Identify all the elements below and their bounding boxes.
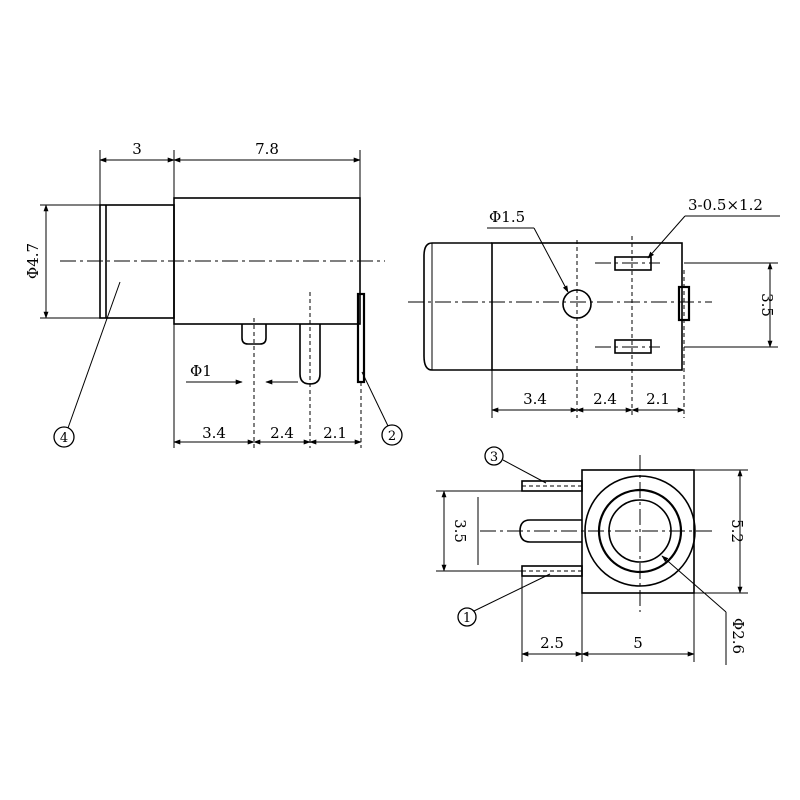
- dim-hole: Φ1.5: [489, 208, 525, 226]
- dim-slot: 3-0.5×1.2: [688, 196, 763, 214]
- front-dim-right: 5.2: [728, 519, 746, 543]
- dim-top-left: 3: [132, 140, 142, 158]
- top-view: 3.5 Φ1.5 3-0.5×1.2 3.4 2.4 2.1: [408, 196, 780, 418]
- dim-pin: Φ1: [190, 362, 212, 380]
- top-dim-bottom-3: 2.1: [646, 390, 670, 408]
- pin-2: [299, 324, 321, 385]
- callout-4-bubble: [53, 426, 75, 448]
- top-barrel: [423, 242, 492, 371]
- callout-4-label: 4: [60, 431, 68, 446]
- callout-3-label: 3: [490, 450, 498, 465]
- callout-4-leader: [67, 281, 121, 429]
- side-view: 3 7.8 Φ4.7 Φ1 3.4 2.4 2.1 4 2: [24, 140, 403, 448]
- dim-bottom-1: 3.4: [202, 424, 226, 442]
- top-dim-bottom-1: 3.4: [523, 390, 547, 408]
- front-dim-bottom-1: 2.5: [540, 634, 564, 652]
- callout-1-bubble: [457, 607, 477, 627]
- dim-bottom-3: 2.1: [323, 424, 347, 442]
- front-view: 3 1 3.5 5.2 Φ2.6 2.5 5: [436, 446, 748, 665]
- callout-2-label: 2: [388, 429, 396, 444]
- bore-leader: [661, 555, 727, 613]
- dim-top-right: 7.8: [255, 140, 279, 158]
- top-body: [491, 242, 683, 371]
- dim-bottom-2: 2.4: [270, 424, 294, 442]
- top-dim-bottom-2: 2.4: [593, 390, 617, 408]
- callout-2-leader: [361, 371, 389, 427]
- callout-3-leader: [502, 459, 547, 484]
- dim-height: Φ4.7: [24, 243, 42, 279]
- callout-3-bubble: [484, 446, 504, 466]
- dim-pitch: 3.5: [758, 293, 776, 317]
- front-pin-2: [519, 519, 582, 543]
- front-dim-bore: Φ2.6: [729, 618, 747, 654]
- callout-1-label: 1: [463, 611, 471, 626]
- front-dim-bottom-2: 5: [633, 634, 643, 652]
- pin-1: [241, 324, 267, 345]
- callout-2-bubble: [381, 424, 403, 446]
- rear-tab: [356, 292, 366, 384]
- callout-1-leader: [473, 573, 551, 612]
- front-dim-left: 3.5: [451, 519, 469, 543]
